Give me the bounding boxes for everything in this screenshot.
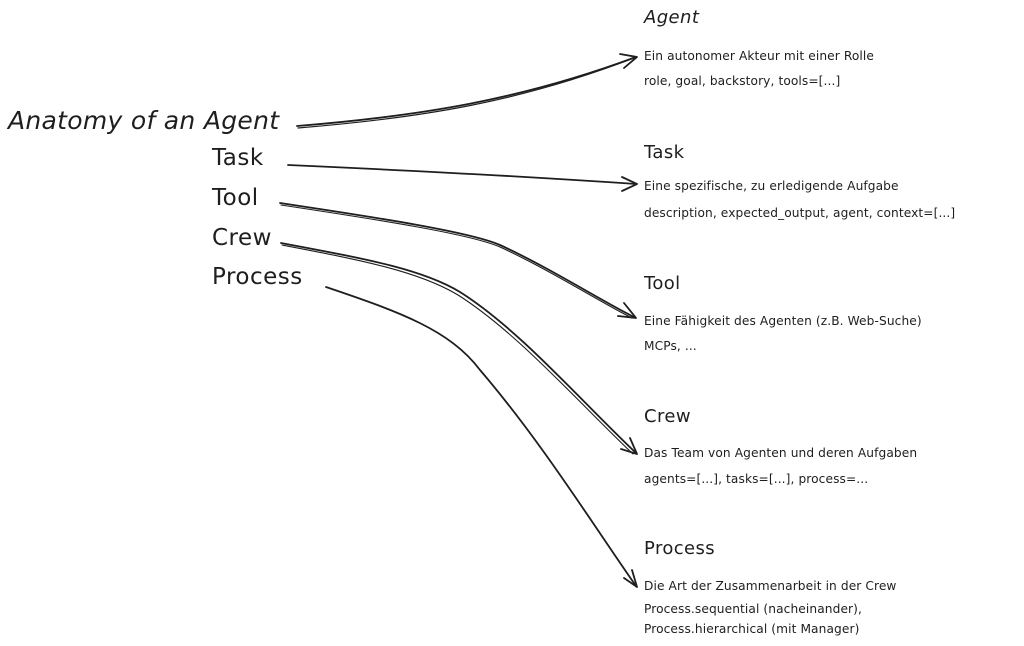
arrow-tool — [279, 202, 637, 319]
arrow-agent-line-double — [297, 57, 635, 129]
arrow-process-line — [325, 286, 637, 587]
node-agent-title: Agent — [644, 7, 700, 28]
branch-task: Task — [212, 145, 264, 171]
node-crew-params: agents=[...], tasks=[...], process=... — [644, 472, 869, 486]
branch-process: Process — [212, 264, 303, 290]
node-crew-description: Das Team von Agenten und deren Aufgaben — [644, 446, 918, 460]
node-tool-title: Tool — [644, 273, 681, 294]
branch-crew: Crew — [212, 225, 272, 251]
arrow-agent-head — [619, 53, 638, 69]
arrow-process — [325, 286, 638, 588]
arrow-agent — [296, 53, 638, 129]
node-process-params-sequential: Process.sequential (nacheinander), — [644, 602, 862, 616]
arrow-crew-line-double — [281, 244, 634, 455]
arrow-crew-head — [620, 437, 638, 455]
arrow-task — [287, 164, 638, 192]
node-tool-params: MCPs, ... — [644, 339, 697, 353]
node-process-params-hierarchical: Process.hierarchical (mit Manager) — [644, 622, 860, 636]
branch-tool: Tool — [212, 185, 259, 211]
arrow-tool-line-double — [280, 204, 633, 319]
node-process-title: Process — [644, 538, 716, 559]
node-process-description: Die Art der Zusammenarbeit in der Crew — [644, 579, 897, 593]
node-task-title: Task — [644, 142, 685, 163]
node-task-params: description, expected_output, agent, con… — [644, 206, 956, 220]
node-agent-params: role, goal, backstory, tools=[...] — [644, 74, 841, 88]
arrow-tool-head — [617, 302, 637, 319]
arrow-agent-line — [296, 56, 637, 127]
arrow-crew-line — [280, 242, 637, 454]
root-label: Anatomy of an Agent — [8, 106, 280, 135]
node-crew-title: Crew — [644, 406, 691, 427]
node-agent-description: Ein autonomer Akteur mit einer Rolle — [644, 49, 874, 63]
arrow-task-head — [621, 176, 638, 192]
arrow-crew — [280, 242, 638, 455]
arrow-process-head — [623, 569, 638, 588]
arrow-task-line — [287, 164, 637, 185]
node-tool-description: Eine Fähigkeit des Agenten (z.B. Web-Suc… — [644, 314, 922, 328]
node-task-description: Eine spezifische, zu erledigende Aufgabe — [644, 179, 899, 193]
arrow-tool-line — [279, 202, 635, 318]
